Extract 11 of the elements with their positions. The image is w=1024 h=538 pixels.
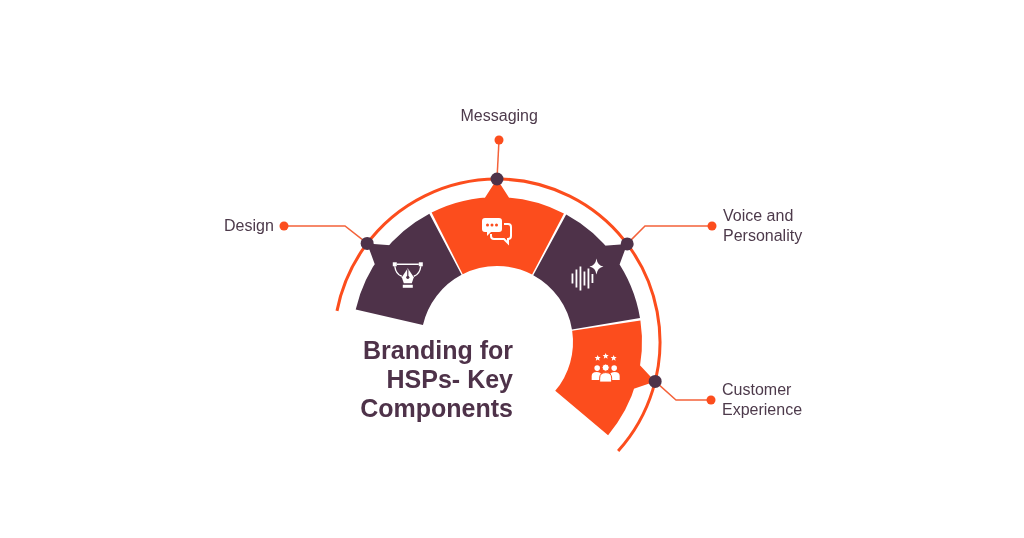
diagram-title: Branding for HSPs- Key Components (359, 336, 513, 423)
leader-line (648, 374, 716, 405)
component-label: Design (224, 216, 284, 236)
leader-line (620, 221, 717, 251)
component-label: Messaging (460, 106, 538, 140)
arc-segment (533, 214, 640, 330)
leader-line (279, 221, 374, 250)
component-label: Customer Experience (711, 380, 822, 420)
leader-line (490, 135, 504, 186)
arc-segment (355, 213, 462, 325)
component-label: Voice and Personality (712, 206, 823, 246)
